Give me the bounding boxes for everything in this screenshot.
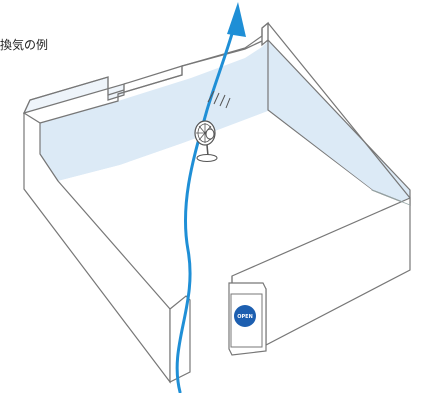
open-sign-label: OPEN	[237, 314, 253, 320]
left-wall	[23, 111, 171, 384]
wall-top-rim	[23, 22, 411, 199]
room-floor	[58, 111, 372, 309]
airflow-arrow-icon	[175, 2, 246, 393]
fan-icon	[194, 90, 231, 162]
open-sign: OPEN	[234, 305, 256, 327]
diagram-caption: 換気の例	[0, 38, 49, 52]
